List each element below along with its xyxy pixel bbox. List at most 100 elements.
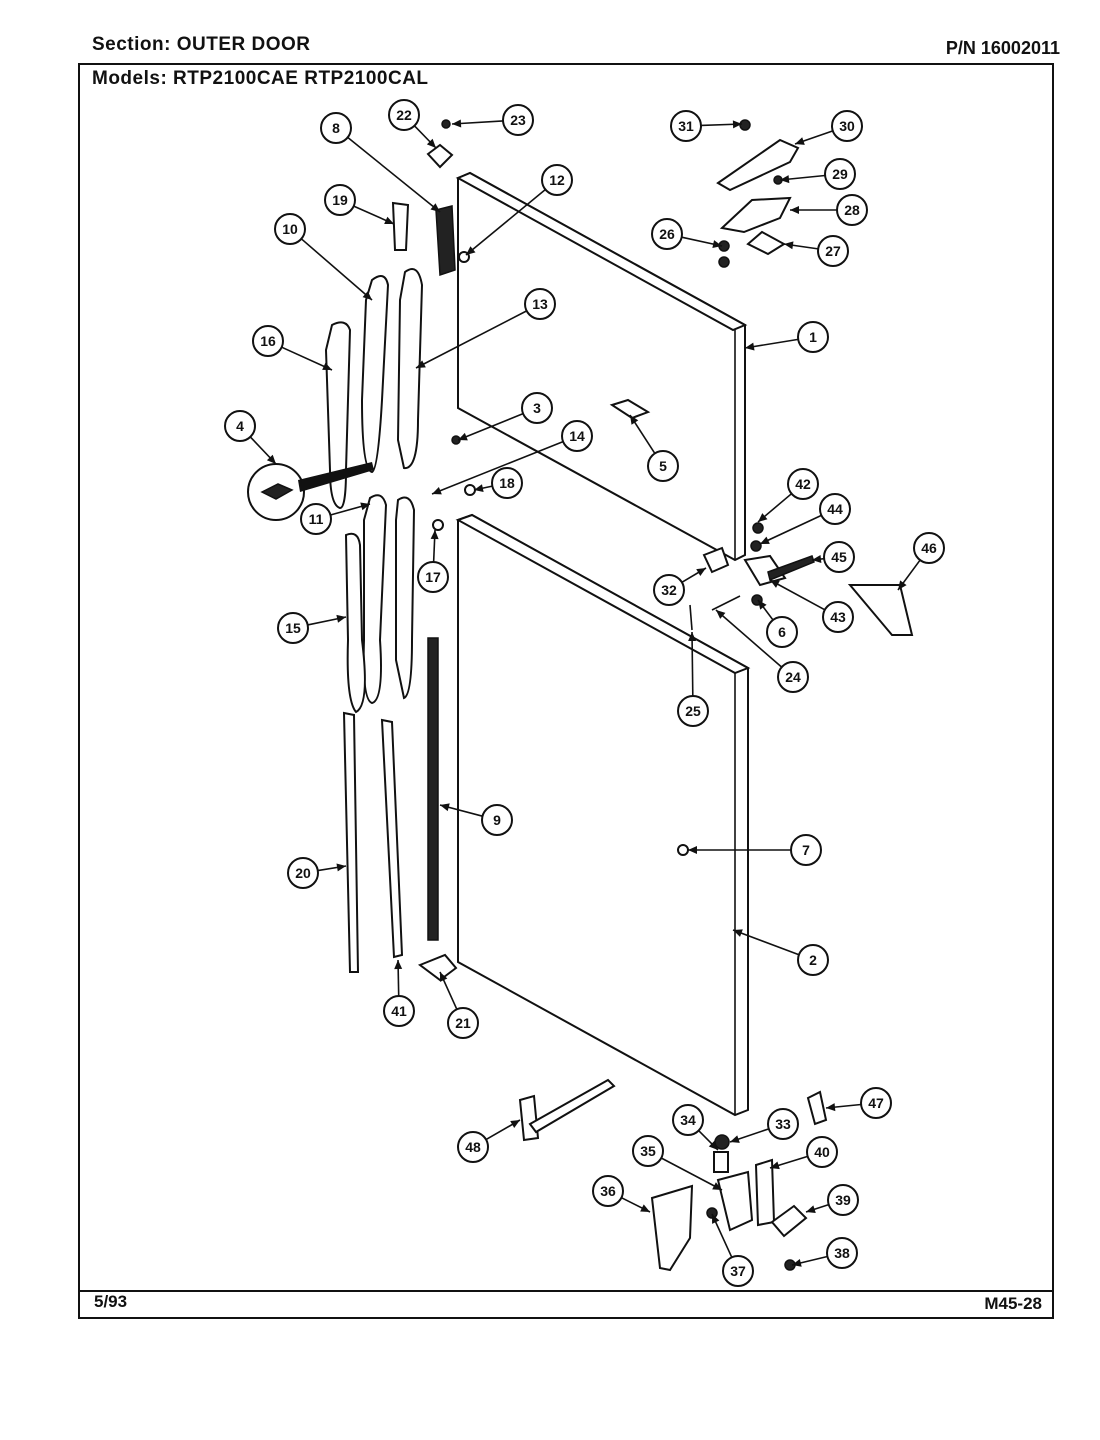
callout-balloon-38 bbox=[826, 1237, 858, 1269]
callout-balloon-37 bbox=[722, 1255, 754, 1287]
callout-balloon-17 bbox=[417, 561, 449, 593]
leader-arrow-29 bbox=[780, 175, 790, 184]
callout-number-30: 30 bbox=[839, 118, 855, 134]
leader-arrow-39 bbox=[806, 1205, 816, 1214]
lower-door-panel bbox=[455, 513, 751, 1117]
callout-balloon-7 bbox=[790, 834, 822, 866]
callout-number-17: 17 bbox=[425, 569, 441, 585]
callout-balloon-1 bbox=[797, 321, 829, 353]
leader-arrow-12 bbox=[466, 246, 476, 255]
part-number: P/N 16002011 bbox=[945, 38, 1060, 58]
callout-number-11: 11 bbox=[309, 511, 324, 527]
leader-arrow-28 bbox=[790, 206, 799, 214]
models-label: Models: RTP2100CAE RTP2100CAL bbox=[92, 68, 429, 89]
callout-balloon-40 bbox=[806, 1136, 838, 1168]
leader-arrow-30 bbox=[795, 137, 805, 145]
callout-balloon-5 bbox=[647, 450, 679, 482]
leader-arrow-17 bbox=[430, 530, 439, 540]
callout-3: 3 bbox=[457, 392, 553, 441]
leader-arrow-32 bbox=[696, 568, 706, 577]
part-5-bracket bbox=[609, 398, 651, 420]
leader-arrow-6 bbox=[758, 600, 767, 610]
callout-number-7: 7 bbox=[802, 842, 810, 858]
callout-balloon-12 bbox=[541, 164, 573, 196]
callout-number-47: 47 bbox=[868, 1095, 884, 1111]
leader-line-44 bbox=[759, 514, 822, 545]
callout-47: 47 bbox=[825, 1087, 892, 1119]
center-hinge-assembly bbox=[689, 522, 914, 636]
leader-arrow-25 bbox=[688, 632, 697, 642]
upper-door-panel bbox=[455, 171, 748, 562]
leader-arrow-5 bbox=[630, 415, 639, 425]
leader-arrow-34 bbox=[708, 1140, 718, 1150]
callout-number-18: 18 bbox=[499, 475, 515, 491]
leader-arrow-8 bbox=[430, 203, 440, 212]
callout-balloon-35 bbox=[632, 1135, 664, 1167]
leader-arrow-7 bbox=[688, 846, 697, 854]
leader-line-8 bbox=[347, 136, 441, 213]
callout-31: 31 bbox=[670, 110, 743, 142]
leader-arrow-36 bbox=[640, 1204, 650, 1212]
callout-28: 28 bbox=[790, 194, 868, 226]
leader-arrow-48 bbox=[510, 1120, 520, 1128]
callout-number-13: 13 bbox=[532, 296, 548, 312]
callout-number-27: 27 bbox=[825, 243, 841, 259]
callout-balloon-4 bbox=[224, 410, 256, 442]
revision-date: 5/93 bbox=[94, 1292, 128, 1311]
callout-number-10: 10 bbox=[282, 221, 298, 237]
callout-number-24: 24 bbox=[785, 669, 801, 685]
callout-38: 38 bbox=[791, 1237, 858, 1269]
callout-balloon-45 bbox=[823, 541, 855, 573]
leader-line-2 bbox=[732, 929, 800, 956]
callout-balloon-10 bbox=[274, 213, 306, 245]
callout-number-32: 32 bbox=[661, 582, 677, 598]
callout-36: 36 bbox=[592, 1175, 651, 1213]
lower-hinge-assembly bbox=[650, 1134, 808, 1272]
callout-26: 26 bbox=[651, 218, 723, 250]
callout-number-31: 31 bbox=[678, 118, 694, 134]
part-4-detail bbox=[247, 462, 374, 521]
callout-number-28: 28 bbox=[844, 202, 860, 218]
leader-arrow-31 bbox=[732, 120, 742, 129]
callout-41: 41 bbox=[383, 959, 415, 1027]
callout-number-37: 37 bbox=[730, 1263, 746, 1279]
leader-line-16 bbox=[281, 346, 333, 371]
leader-arrow-4 bbox=[266, 454, 276, 464]
callout-number-45: 45 bbox=[831, 549, 847, 565]
leader-arrow-23 bbox=[452, 119, 462, 128]
callout-number-43: 43 bbox=[830, 609, 846, 625]
callout-number-41: 41 bbox=[391, 1003, 407, 1019]
callout-balloon-13 bbox=[524, 288, 556, 320]
small-fasteners bbox=[417, 119, 828, 1142]
callout-22: 22 bbox=[388, 99, 437, 149]
leader-line-24 bbox=[715, 609, 783, 668]
callout-45: 45 bbox=[811, 541, 855, 573]
leader-arrow-1 bbox=[745, 342, 755, 351]
callout-balloon-21 bbox=[447, 1007, 479, 1039]
callout-balloon-28 bbox=[836, 194, 868, 226]
callout-11: 11 bbox=[300, 502, 371, 535]
callout-40: 40 bbox=[769, 1136, 838, 1170]
callout-number-23: 23 bbox=[510, 112, 526, 128]
gasket-and-trim-strips bbox=[324, 201, 456, 973]
callout-number-4: 4 bbox=[236, 418, 244, 434]
callout-number-8: 8 bbox=[332, 120, 340, 136]
callout-2: 2 bbox=[732, 929, 829, 976]
callout-number-16: 16 bbox=[260, 333, 276, 349]
leader-arrow-43 bbox=[770, 580, 780, 588]
leader-arrow-9 bbox=[440, 803, 450, 812]
callout-23: 23 bbox=[451, 104, 534, 136]
leader-arrow-27 bbox=[784, 241, 794, 250]
callout-balloon-22 bbox=[388, 99, 420, 131]
callout-10: 10 bbox=[274, 213, 373, 301]
callout-number-21: 21 bbox=[455, 1015, 471, 1031]
callout-balloon-36 bbox=[592, 1175, 624, 1207]
callout-balloon-24 bbox=[777, 661, 809, 693]
callout-number-26: 26 bbox=[659, 226, 675, 242]
leader-arrow-35 bbox=[712, 1182, 722, 1190]
leader-arrow-40 bbox=[770, 1161, 780, 1170]
leader-arrow-46 bbox=[898, 580, 907, 590]
callout-number-2: 2 bbox=[809, 952, 817, 968]
callout-number-34: 34 bbox=[680, 1112, 696, 1128]
